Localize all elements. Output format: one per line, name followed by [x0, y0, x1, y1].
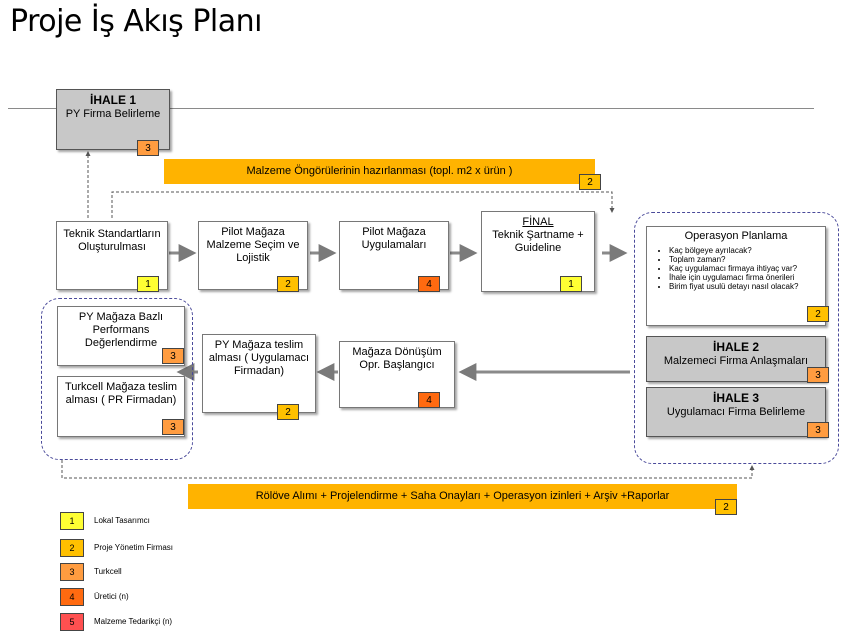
step-final-heading: FİNAL — [522, 216, 554, 228]
step-pilot-malzeme-tag: 2 — [277, 276, 299, 292]
survey-bar-tag: 2 — [715, 499, 737, 515]
operations-list: Kaç bölgeye ayrılacak? Toplam zaman? Kaç… — [647, 246, 825, 291]
ihale3-heading: İHALE 3 — [712, 391, 759, 405]
step-pilot-malzeme-label: Pilot Mağaza Malzeme Seçim ve Lojistik — [206, 226, 300, 264]
step-donusum-tag: 4 — [418, 392, 440, 408]
ihale2-tag: 3 — [807, 367, 829, 383]
operations-tag: 2 — [807, 306, 829, 322]
operations-planning-box: Operasyon Planlama Kaç bölgeye ayrılacak… — [646, 226, 829, 326]
materials-bar-tag: 2 — [579, 174, 601, 190]
legend-swatch: 1 — [60, 512, 84, 530]
turkcell-teslim-box: Turkcell Mağaza teslim alması ( PR Firma… — [57, 376, 185, 437]
ihale1-label: PY Firma Belirleme — [65, 108, 161, 120]
ihale2-label: Malzemeci Firma Anlaşmaları — [663, 355, 809, 367]
turkcell-teslim-label: Turkcell Mağaza teslim alması ( PR Firma… — [64, 381, 178, 406]
divider-line — [8, 108, 814, 109]
arrow-row1-to-ops — [111, 191, 615, 218]
operations-heading: Operasyon Planlama — [684, 230, 788, 242]
evaluation-group — [41, 298, 193, 460]
step-pilot-uygulama: Pilot Mağaza Uygulamaları 4 — [339, 221, 449, 292]
operations-item: Kaç uygulamacı firmaya ihtiyaç var? — [669, 264, 825, 273]
ihale2-box: İHALE 2 Malzemeci Firma Anlaşmaları 3 — [646, 336, 829, 383]
ihale1-heading: İHALE 1 — [89, 93, 136, 107]
step-teknik-standart: Teknik Standartların Oluşturulması 1 — [56, 221, 168, 292]
ihale1-box: İHALE 1 PY Firma Belirleme 3 — [56, 89, 170, 156]
materials-bar-label: Malzeme Öngörülerinin hazırlanması (topl… — [246, 165, 513, 177]
step-pilot-malzeme: Pilot Mağaza Malzeme Seçim ve Lojistik 2 — [198, 221, 308, 292]
step-py-teslim: PY Mağaza teslim alması ( Uygulamacı Fir… — [202, 334, 316, 420]
turkcell-teslim-tag: 3 — [162, 419, 184, 435]
legend-label: Lokal Tasarımcı — [94, 516, 150, 525]
legend-swatch: 3 — [60, 563, 84, 581]
materials-bar: Malzeme Öngörülerinin hazırlanması (topl… — [164, 159, 595, 184]
legend-label: Turkcell — [94, 567, 122, 576]
operations-item: Birim fiyat usulü detayı nasıl olacak? — [669, 282, 825, 291]
operations-item: Toplam zaman? — [669, 255, 825, 264]
step-teknik-standart-label: Teknik Standartların Oluşturulması — [63, 228, 161, 253]
step-donusum-label: Mağaza Dönüşüm Opr. Başlangıcı — [352, 346, 442, 371]
ihale2-heading: İHALE 2 — [712, 340, 759, 354]
step-pilot-uygulama-tag: 4 — [418, 276, 440, 292]
survey-bar: Rölöve Alımı + Projelendirme + Saha Onay… — [188, 484, 737, 509]
ihale1-tag: 3 — [137, 140, 159, 156]
survey-bar-label: Rölöve Alımı + Projelendirme + Saha Onay… — [255, 490, 670, 502]
step-py-teslim-label: PY Mağaza teslim alması ( Uygulamacı Fir… — [208, 339, 310, 377]
page-title: Proje İş Akış Planı — [10, 4, 263, 39]
step-final: FİNAL Teknik Şartname + Guideline 1 — [481, 211, 595, 292]
legend-swatch: 2 — [60, 539, 84, 557]
py-performance-label: PY Mağaza Bazlı Performans Değerlendirme — [78, 311, 164, 349]
operations-group — [634, 212, 839, 464]
legend-label: Proje Yönetim Firması — [94, 543, 173, 552]
step-py-teslim-tag: 2 — [277, 404, 299, 420]
step-final-label: Teknik Şartname + Guideline — [492, 229, 584, 254]
py-performance-tag: 3 — [162, 348, 184, 364]
step-pilot-uygulama-label: Pilot Mağaza Uygulamaları — [361, 226, 427, 251]
step-teknik-standart-tag: 1 — [137, 276, 159, 292]
step-final-tag: 1 — [560, 276, 582, 292]
legend-label: Malzeme Tedarikçi (n) — [94, 617, 173, 626]
arrow-bottom-loop — [61, 460, 755, 479]
legend-swatch: 5 — [60, 613, 84, 631]
ihale3-label: Uygulamacı Firma Belirleme — [666, 406, 806, 418]
legend-label: Üretici (n) — [94, 592, 129, 601]
operations-item: İhale için uygulamacı firma önerileri — [669, 273, 825, 282]
legend-swatch: 4 — [60, 588, 84, 606]
ihale3-box: İHALE 3 Uygulamacı Firma Belirleme 3 — [646, 387, 829, 438]
ihale3-tag: 3 — [807, 422, 829, 438]
step-donusum-baslangic: Mağaza Dönüşüm Opr. Başlangıcı 4 — [339, 341, 455, 408]
operations-item: Kaç bölgeye ayrılacak? — [669, 246, 825, 255]
py-performance-box: PY Mağaza Bazlı Performans Değerlendirme… — [57, 306, 185, 366]
